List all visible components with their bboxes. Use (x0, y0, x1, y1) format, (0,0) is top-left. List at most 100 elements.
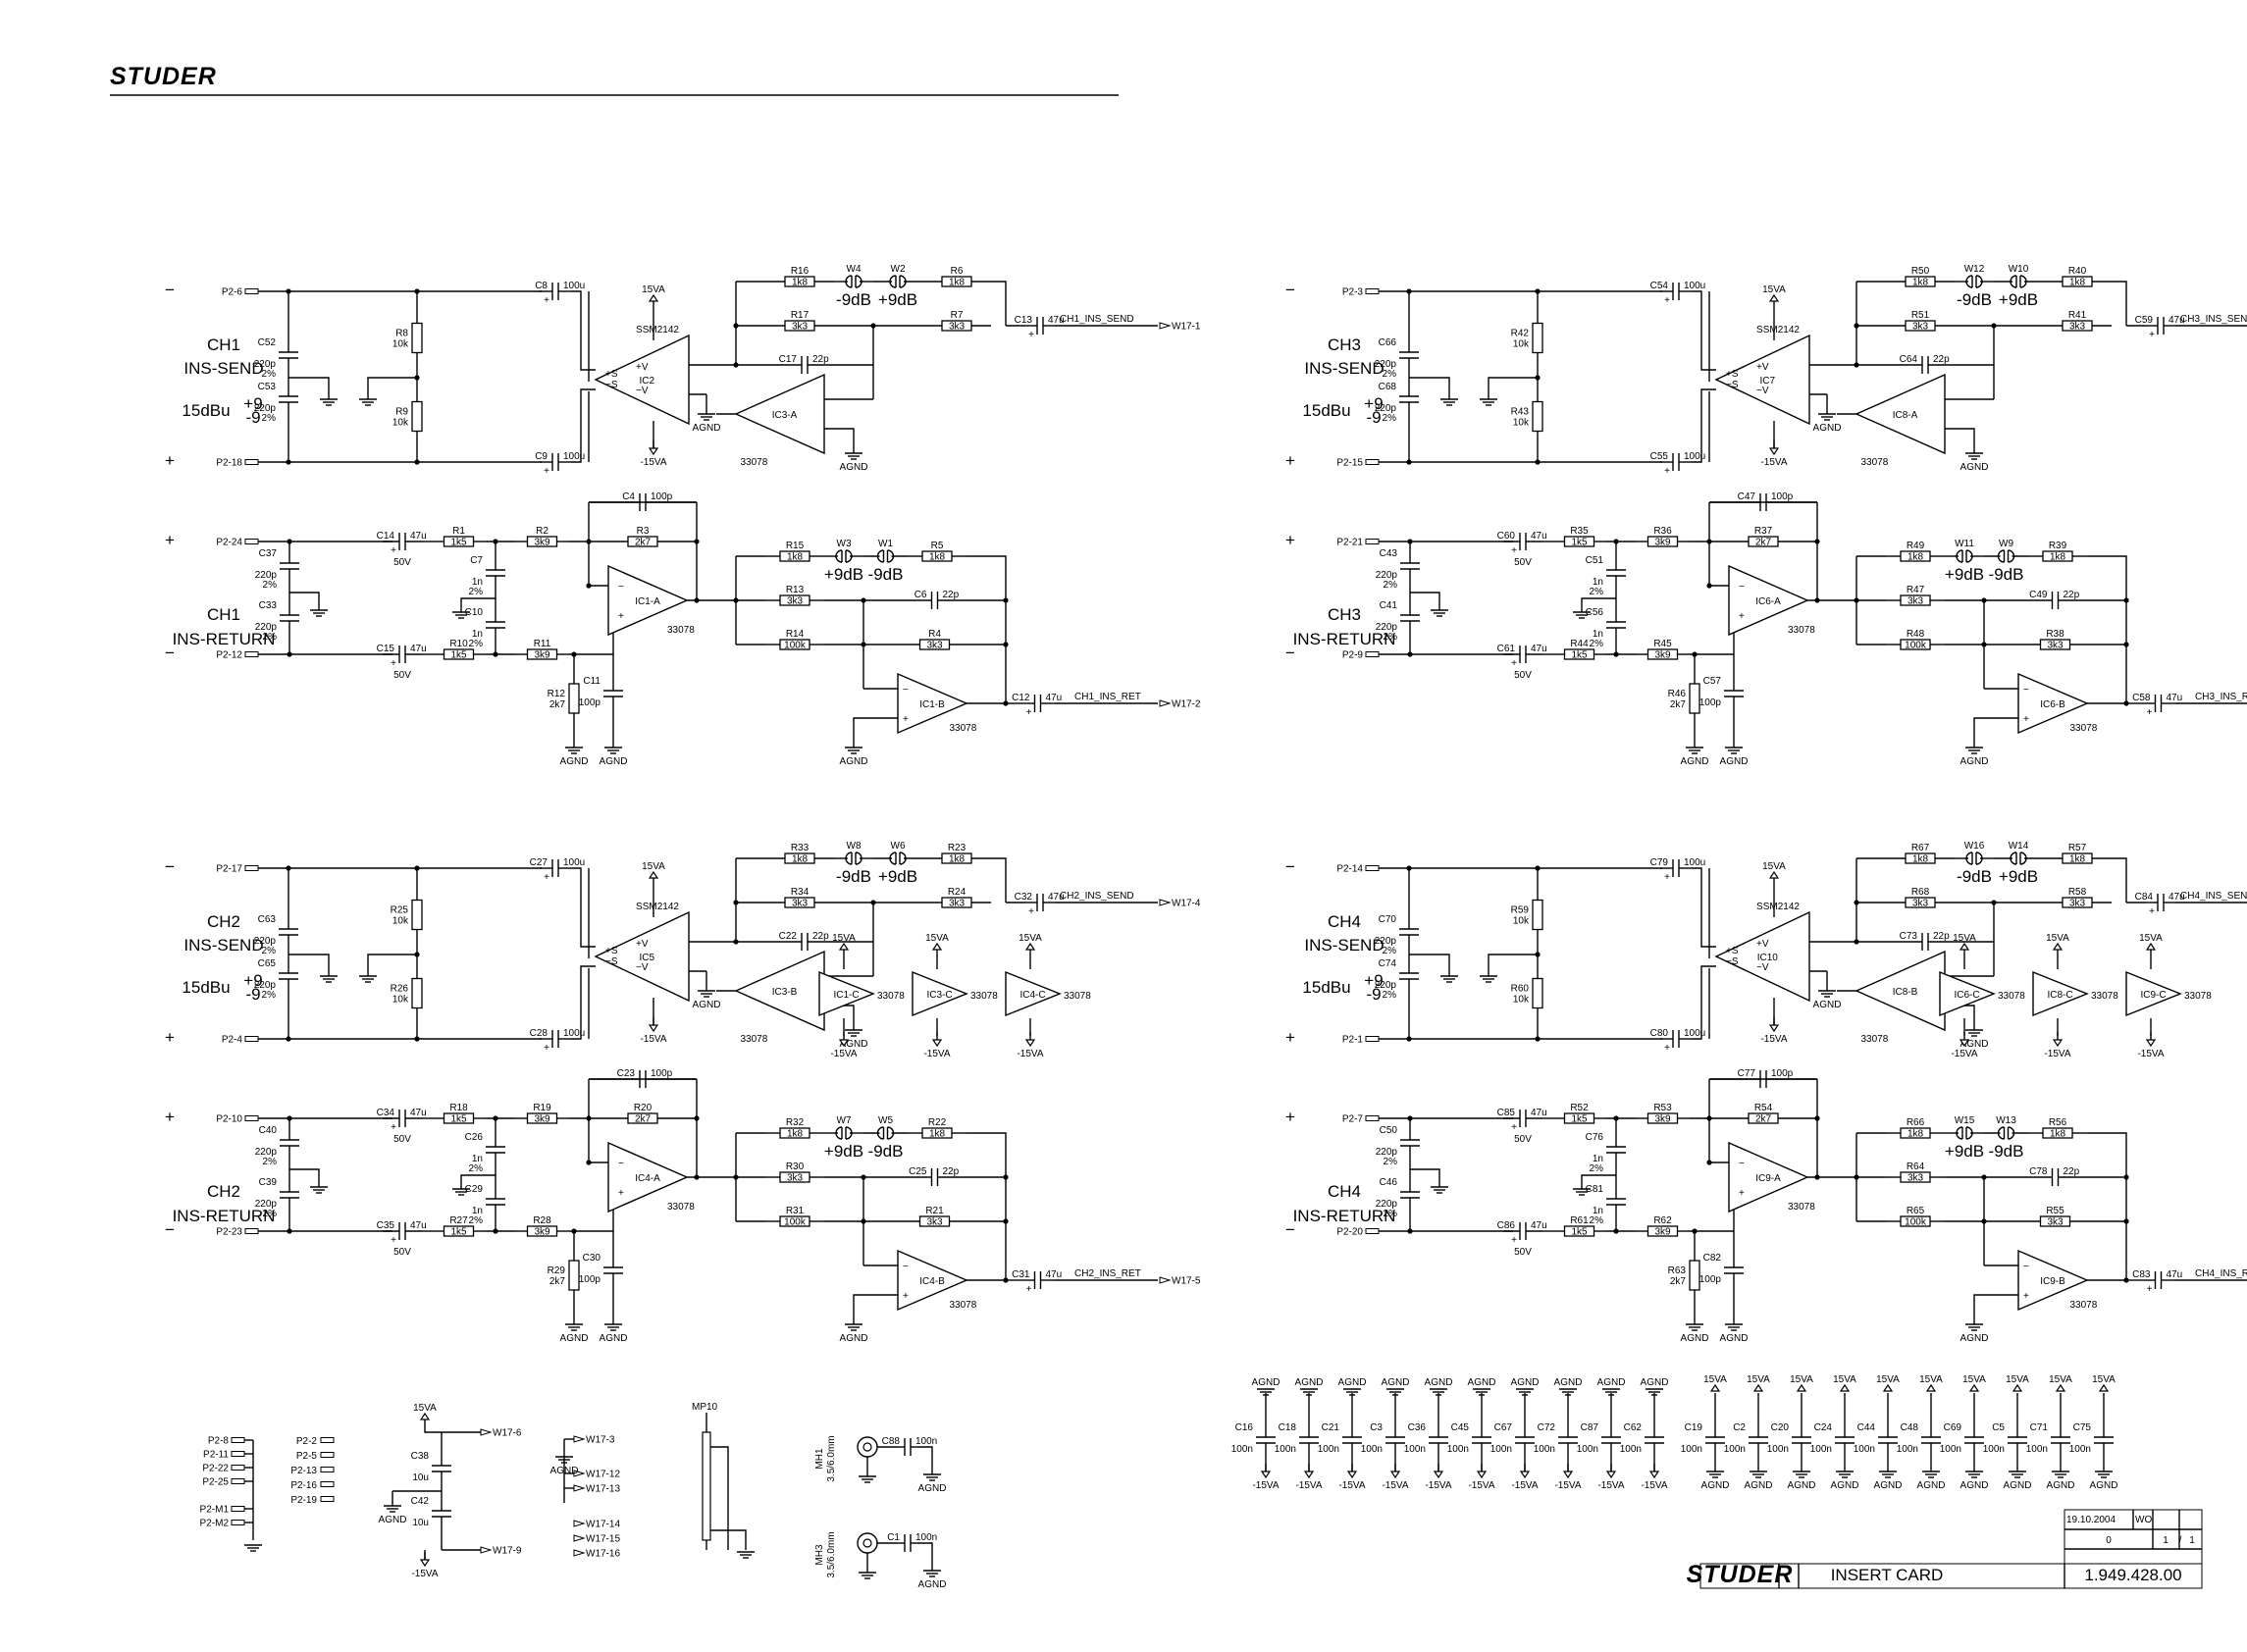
resistor-value: 2k7 (549, 1276, 566, 1287)
opamp-type: 33078 (950, 1300, 977, 1311)
capacitor-value: 2% (1384, 632, 1398, 643)
agnd-label: AGND (1641, 1377, 1669, 1388)
title-strip (1699, 1563, 2203, 1589)
gain-label: +9dB (1999, 867, 2038, 886)
resistor-ref: R12 (548, 689, 566, 699)
resistor-ref: R63 (1668, 1265, 1687, 1276)
junction-dot (571, 1228, 577, 1234)
capacitor-value: 47u (1046, 1269, 1063, 1280)
junction-dot (1692, 651, 1698, 657)
neg-supply-arrow (1605, 1471, 1617, 1479)
resistor-R66 (1900, 1127, 1931, 1139)
title-revision: 0 (2106, 1535, 2112, 1546)
jumper-ref: W13 (1996, 1115, 2016, 1126)
resistor-value: 3k9 (534, 1114, 550, 1125)
resistor-value: 3k3 (2069, 322, 2086, 333)
capacitor-value: 47u (1046, 693, 1063, 703)
opamp-type: 33078 (2091, 991, 2118, 1002)
capacitor-ref: C60 (1497, 531, 1516, 542)
pos-supply-label: 15VA (1962, 1374, 1986, 1385)
capacitor-ref: C61 (1497, 644, 1516, 654)
jumper-ref: W1 (878, 539, 893, 549)
capacitor-value: 2% (1383, 369, 1397, 380)
polarity-mark: + (1026, 707, 1032, 718)
resistor-ref: R1 (452, 526, 465, 537)
junction-dot (287, 651, 292, 657)
agnd-label: AGND (550, 1466, 579, 1476)
capacitor-ref: C15 (377, 644, 395, 654)
junction-dot (694, 539, 700, 544)
net-label: CH3_INS_SEND (2180, 314, 2247, 325)
resistor-value: 1k8 (2069, 854, 2086, 865)
mounting-hole-size: 3.5/6.0mm (826, 1531, 837, 1577)
wire (2112, 857, 2127, 903)
resistor-ref: R4 (928, 629, 941, 640)
wire (967, 1132, 1007, 1265)
jumper-W3 (845, 549, 853, 563)
wire (834, 325, 874, 365)
gain-minus: -9 (245, 985, 260, 1004)
plus-sign: + (1285, 1108, 1295, 1126)
neg-supply-label: -15VA (1511, 1480, 1538, 1491)
pos-supply-arrow (1768, 870, 1780, 879)
pos-supply-label: 15VA (1833, 1374, 1856, 1385)
opamp-ref: IC3-C (926, 990, 952, 1001)
net-label: CH4_INS_SEND (2180, 891, 2247, 902)
resistor-R31 (779, 1215, 810, 1227)
output-pin (1159, 899, 1172, 906)
capacitor-ref: C23 (617, 1068, 636, 1079)
capacitor-value: 10u (412, 1472, 429, 1483)
agnd-label: AGND (1425, 1377, 1453, 1388)
pos-supply-label: 15VA (642, 284, 665, 295)
junction-dot (1814, 539, 1820, 544)
pin-label: P2-9 (1342, 650, 1364, 661)
resistor-R64 (1900, 1171, 1931, 1183)
connector-pin (320, 1481, 335, 1487)
jumper-W13 (1997, 1126, 2005, 1140)
pos-supply-arrow (1959, 942, 1970, 951)
capacitor-value: 1n (1593, 1154, 1603, 1164)
wire (991, 857, 1007, 903)
title-author: WO (2135, 1515, 2152, 1525)
junction-dot (2123, 597, 2129, 603)
resistor-ref: R3 (637, 526, 650, 537)
capacitor-ref: C7 (470, 555, 483, 566)
capacitor-ref: C12 (1012, 693, 1030, 703)
polarity-mark: + (1664, 295, 1670, 306)
jumper-W11 (1965, 549, 1973, 563)
pos-supply-label: 15VA (832, 933, 856, 944)
jumper-W14 (2019, 852, 2027, 865)
resistor-R27 (443, 1225, 475, 1237)
jumper-W11 (1956, 549, 1963, 563)
channel-name: CH4 (1328, 1182, 1361, 1201)
resistor-R9 (411, 400, 423, 433)
plus-sign: + (165, 451, 175, 470)
resistor-value: 1k8 (787, 552, 804, 563)
resistor-value: 1k8 (929, 552, 946, 563)
gain-plus: +9 (1364, 394, 1383, 413)
pin-label: W17-16 (586, 1549, 620, 1560)
resistor-R25 (411, 899, 423, 931)
opamp-ref: IC8-C (2047, 990, 2072, 1001)
pin-name: +S (1726, 369, 1739, 380)
capacitor-value: 220p (1376, 1199, 1398, 1210)
capacitor-ref: C68 (1379, 382, 1397, 392)
capacitor-value: 100n (1577, 1444, 1598, 1455)
output-pin (573, 1484, 586, 1492)
level-label: 15dBu (182, 401, 230, 420)
junction-dot (1991, 323, 1997, 329)
capacitor-value: 220p (1375, 980, 1397, 991)
pin-label: P2-13 (290, 1466, 317, 1476)
capacitor-value: 220p (255, 570, 278, 581)
capacitor-ref: C35 (377, 1220, 395, 1231)
connector-pin (244, 1228, 259, 1234)
opamp-ref: IC6-B (2040, 699, 2065, 710)
title-page: 1 (2163, 1535, 2169, 1546)
wire (367, 954, 417, 976)
jumper-W1 (876, 549, 884, 563)
resistor-R2 (526, 536, 558, 547)
pin-sign: − (618, 1159, 624, 1169)
capacitor-value: 1n (1593, 577, 1603, 588)
wire (1581, 597, 1616, 612)
jumper-W8 (855, 852, 862, 865)
